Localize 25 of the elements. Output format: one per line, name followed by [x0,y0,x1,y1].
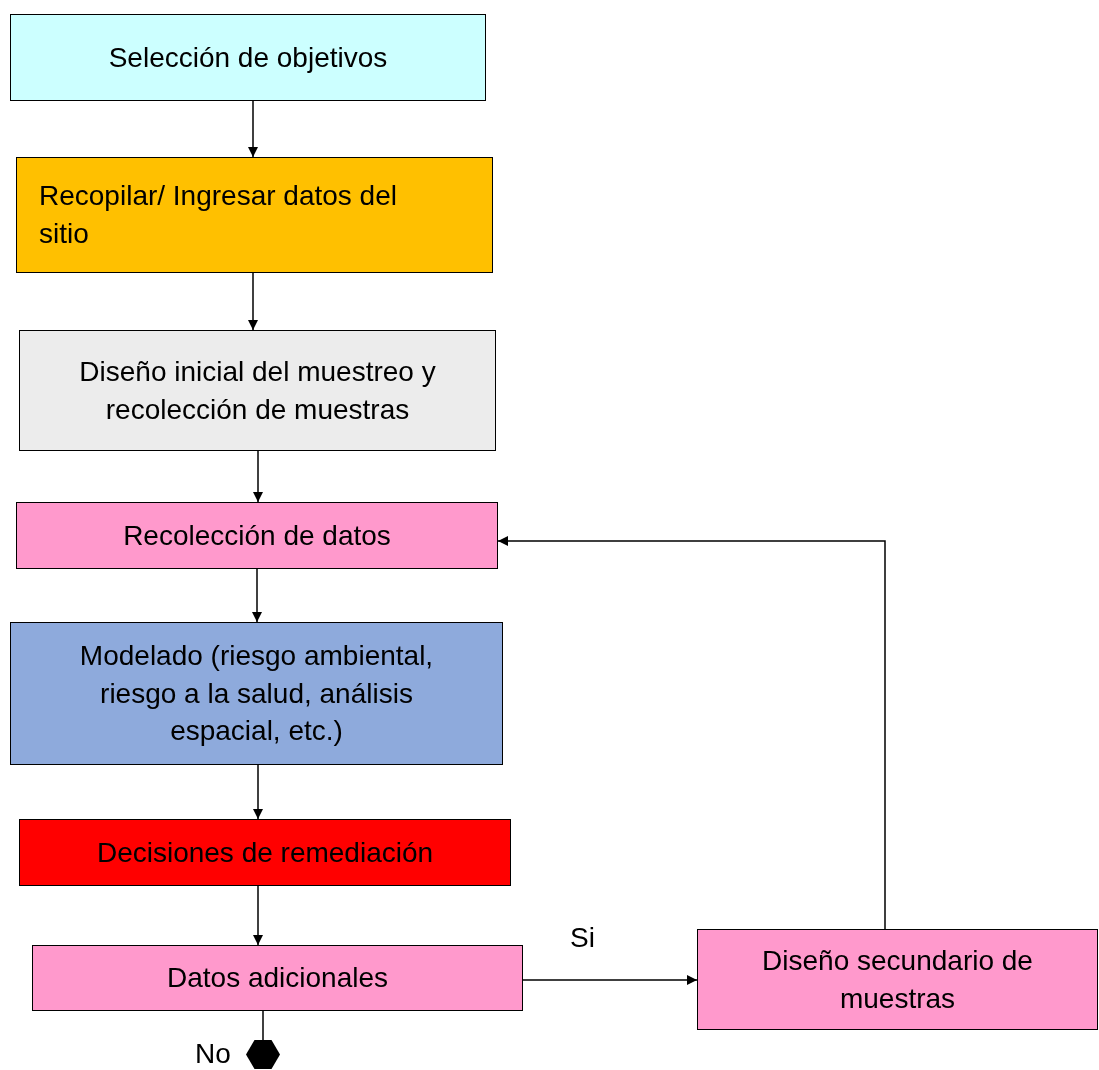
box-label: Decisiones de remediación [96,835,434,870]
arrow [522,975,698,985]
process-box [10,622,503,765]
process-box [16,157,493,273]
box-label: Datos adicionales [167,961,388,996]
arrow [248,272,258,331]
box-label: Modelado (riesgo ambiental, riesgo a la salud, análisis espacial, etc.) [78,638,435,749]
hexagon-shape [246,1040,280,1069]
arrow [253,450,263,503]
arrow [248,100,258,158]
box-label: Recopilar/ Ingresar datos del sitio [39,179,398,251]
box-label: Diseño secundario de muestras [761,943,1034,1016]
process-box [32,945,523,1011]
box-label: Recolección de datos [123,518,391,553]
process-box [697,929,1098,1030]
arrow [497,536,886,930]
arrow [253,764,263,820]
process-box [19,330,496,451]
arrow [252,568,262,623]
arrow [253,885,263,946]
box-label: Selección de objetivos [108,40,388,75]
process-box [16,502,498,569]
process-box [10,14,486,101]
process-box [19,819,511,886]
box-label: Diseño inicial del muestreo y recolección de muestras [78,354,437,427]
